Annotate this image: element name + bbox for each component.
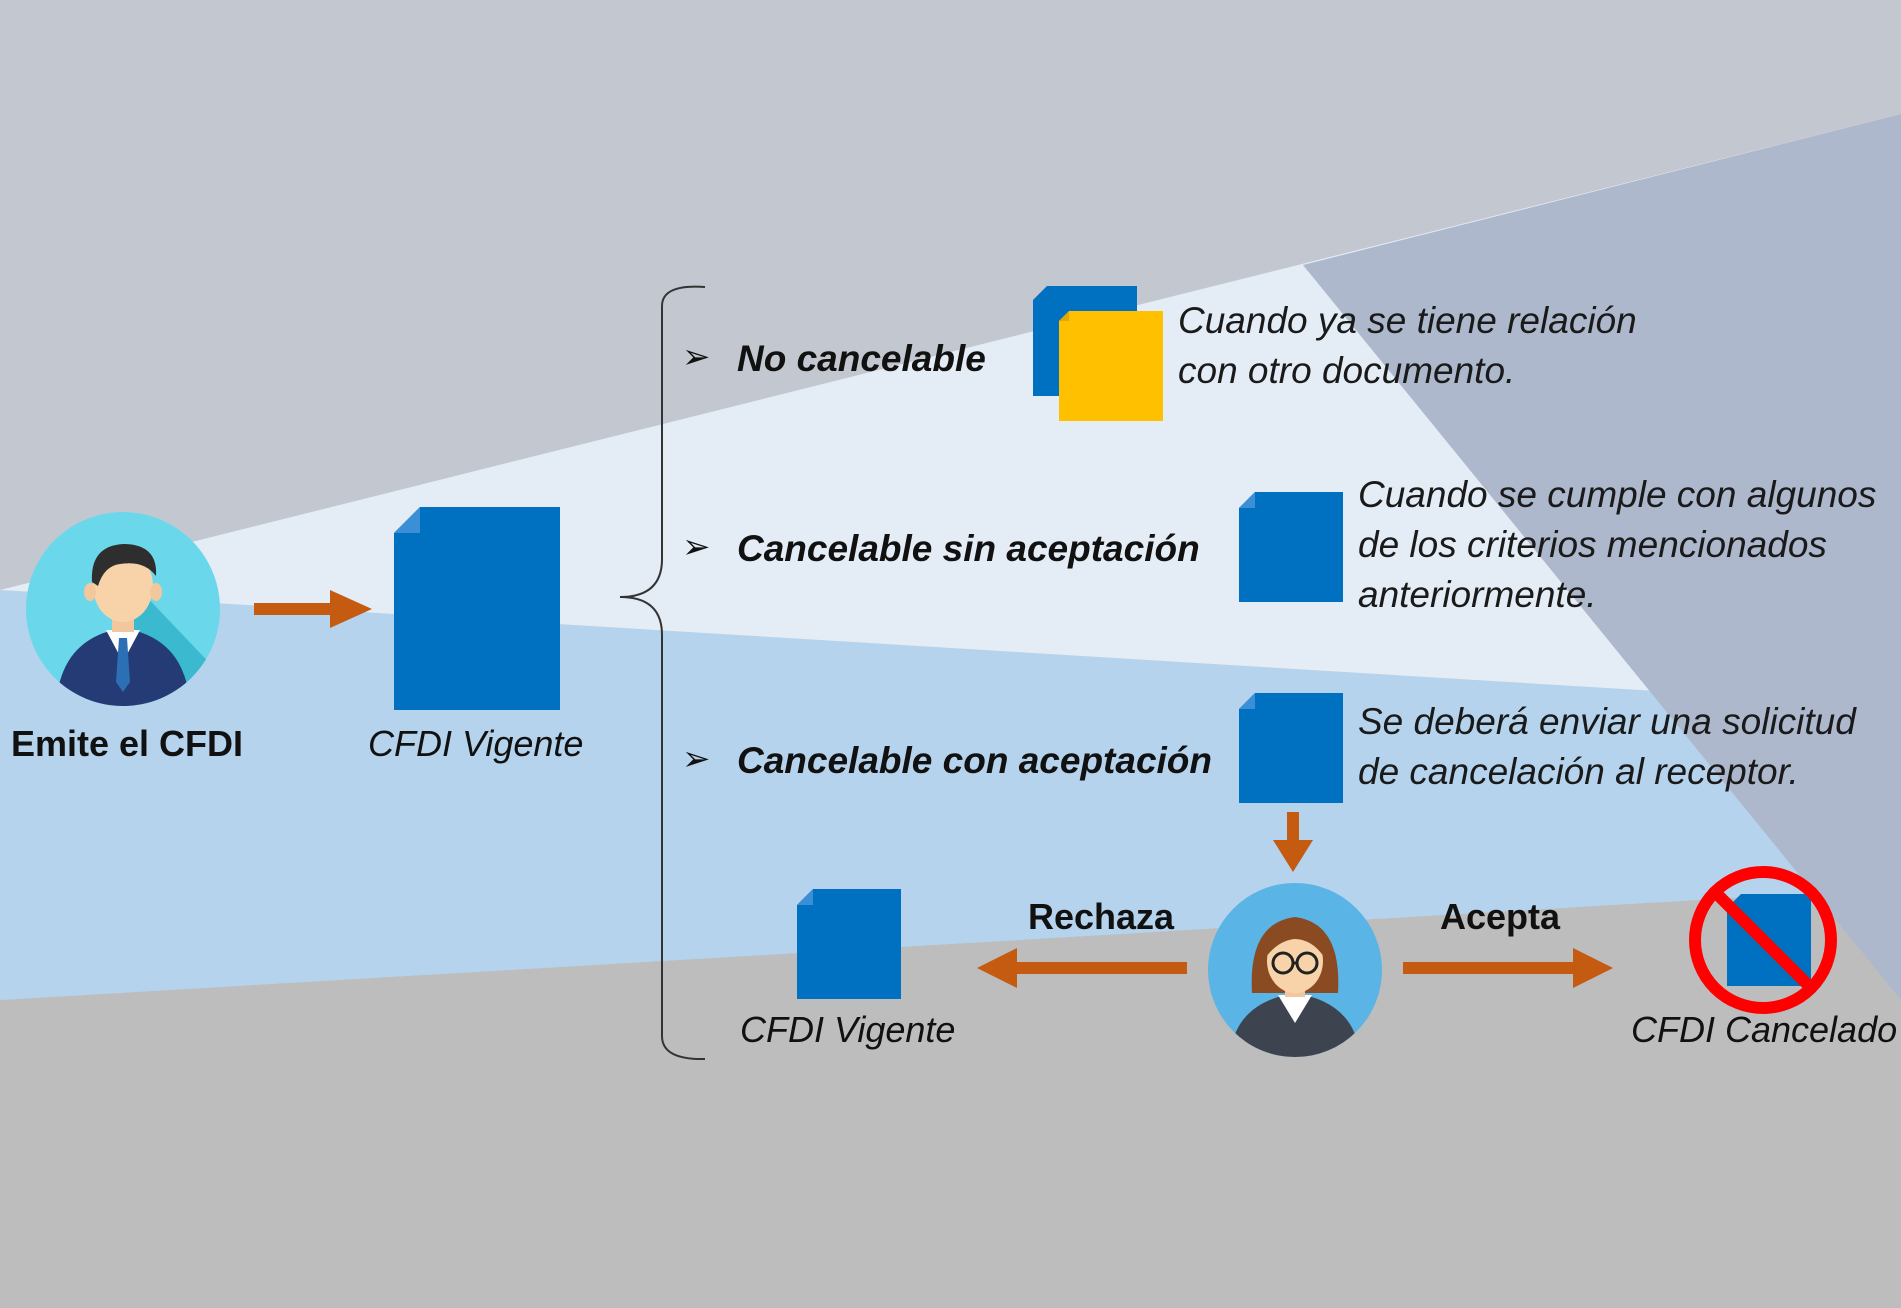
document-icon	[797, 889, 901, 999]
issuer-label: Emite el CFDI	[11, 723, 244, 764]
businesswoman-avatar-icon	[1208, 883, 1382, 1057]
document-icon	[1239, 693, 1343, 803]
description-line: con otro documento.	[1178, 350, 1516, 391]
description-line: anteriormente.	[1358, 574, 1597, 615]
arrow-left-icon	[977, 948, 1187, 988]
bullet-icon: ➢	[682, 338, 711, 376]
accept-label: Acepta	[1440, 896, 1561, 937]
option-con-aceptacion-description: Se deberá enviar una solicitud de cancel…	[1358, 697, 1856, 797]
option-no-cancelable-title: No cancelable	[737, 338, 986, 379]
bullet-icon: ➢	[682, 528, 711, 566]
bullet-icon: ➢	[682, 740, 711, 778]
bg-bottom-band	[0, 888, 1901, 1308]
option-sin-aceptacion-title: Cancelable sin aceptación	[737, 528, 1200, 569]
description-line: Cuando se cumple con algunos	[1358, 474, 1877, 515]
related-documents-icon	[1033, 286, 1163, 421]
reject-label: Rechaza	[1028, 896, 1175, 937]
main-document-label: CFDI Vigente	[368, 723, 584, 764]
arrow-right-icon	[1403, 948, 1613, 988]
receiver-avatar	[1208, 883, 1382, 1057]
curly-brace	[619, 285, 706, 1061]
document-icon	[1239, 492, 1343, 602]
description-line: Se deberá enviar una solicitud	[1358, 701, 1856, 742]
accept-result-label: CFDI Cancelado	[1631, 1009, 1898, 1050]
option-no-cancelable-description: Cuando ya se tiene relación con otro doc…	[1178, 296, 1637, 396]
description-line: de cancelación al receptor.	[1358, 751, 1799, 792]
reject-result-label: CFDI Vigente	[740, 1009, 956, 1050]
option-con-aceptacion-title: Cancelable con aceptación	[737, 740, 1213, 781]
businessman-avatar-icon	[26, 512, 220, 706]
bg-slate-wedge	[1303, 114, 1901, 1000]
description-line: Cuando ya se tiene relación	[1178, 300, 1637, 341]
main-document-icon	[394, 507, 560, 710]
cancelled-document-icon	[1689, 866, 1837, 1014]
arrow-right-icon	[254, 590, 372, 628]
description-line: de los criterios mencionados	[1358, 524, 1827, 565]
issuer-avatar	[26, 512, 220, 706]
arrow-down-icon	[1273, 812, 1313, 872]
option-sin-aceptacion-description: Cuando se cumple con algunos de los crit…	[1358, 470, 1876, 620]
